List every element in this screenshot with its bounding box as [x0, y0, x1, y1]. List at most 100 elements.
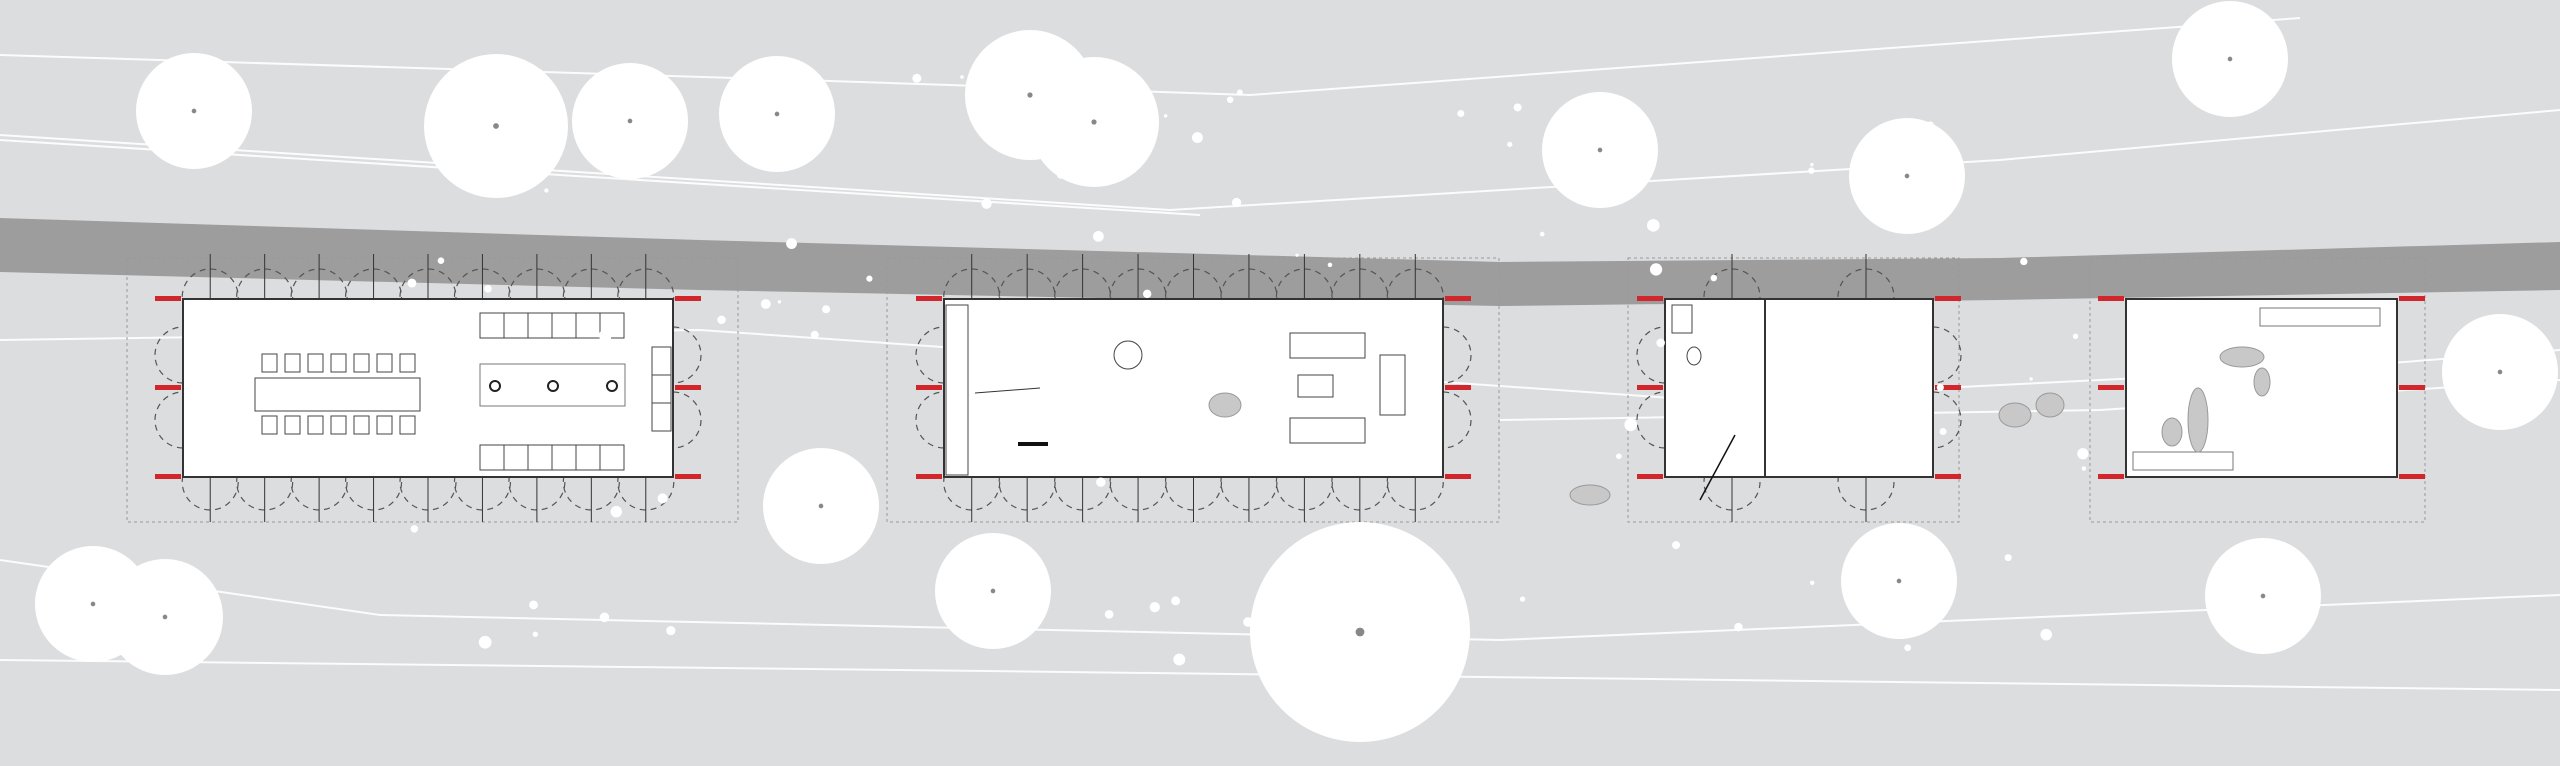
road [0, 218, 2560, 306]
petal-dot [544, 188, 549, 193]
door-swing [1386, 268, 1444, 326]
dining-table [254, 377, 421, 412]
door-swing [562, 268, 620, 326]
chair [353, 353, 370, 373]
tree-trunk [990, 588, 996, 594]
petal-dot [407, 278, 417, 288]
sofa-segment [651, 402, 672, 432]
door-swing [1414, 391, 1472, 449]
door-swing [644, 391, 702, 449]
petal-dot [1163, 114, 1168, 118]
petal-dot [1519, 596, 1526, 602]
stove [1018, 442, 1048, 446]
petal-dot [540, 157, 549, 166]
door-swing [617, 268, 675, 326]
room-floor [182, 298, 674, 478]
petal-dot [853, 529, 866, 542]
tree-trunk [162, 614, 168, 620]
door-marker [2399, 296, 2425, 301]
door-swing [998, 453, 1056, 511]
petal-dot [800, 518, 805, 523]
petal-dot [1507, 141, 1513, 147]
door-marker [2098, 385, 2124, 390]
tree-trunk [1904, 173, 1910, 179]
tree-trunk [627, 118, 633, 124]
door-swing [562, 453, 620, 511]
sofa-segment [599, 444, 625, 471]
door-swing [1331, 453, 1389, 511]
petal-dot [717, 315, 726, 325]
toilet [1686, 346, 1702, 366]
door-swing [1904, 391, 1962, 449]
shower [1671, 304, 1693, 334]
petal-dot [1173, 653, 1186, 666]
door-swing [1220, 268, 1278, 326]
petal-dot [1808, 167, 1815, 174]
chair [261, 353, 278, 373]
door-swing [1054, 268, 1112, 326]
door-marker [2098, 296, 2124, 301]
door-swing [508, 268, 566, 326]
door-swing [290, 453, 348, 511]
chair [307, 353, 324, 373]
petal-dot [1143, 289, 1152, 299]
door-swing [1703, 453, 1761, 511]
door-marker [1637, 296, 1663, 301]
sofa [1379, 354, 1406, 416]
petal-dot [534, 68, 544, 78]
door-marker [155, 385, 181, 390]
door-swing [1054, 453, 1112, 511]
person-figure [1569, 484, 1611, 506]
door-swing [1386, 453, 1444, 511]
petal-dot [822, 305, 831, 314]
door-marker [2399, 385, 2425, 390]
door-marker [1445, 296, 1471, 301]
door-swing [1275, 453, 1333, 511]
door-marker [916, 385, 942, 390]
pavilions [126, 254, 2426, 523]
chair [284, 415, 301, 435]
door-swing [1220, 453, 1278, 511]
door-marker [1637, 474, 1663, 479]
person-figure [1208, 392, 1242, 418]
door-swing [453, 453, 512, 511]
door-swing [1109, 453, 1167, 511]
petal-dot [1710, 274, 1718, 282]
petal-dot [1649, 263, 1663, 276]
petal-dot [1939, 428, 1947, 435]
petal-dot [1936, 383, 1944, 392]
chair [330, 415, 347, 435]
door-marker [916, 296, 942, 301]
petal-dot [1163, 329, 1170, 336]
petal-dot [1904, 644, 1912, 652]
terrain-line [0, 659, 2560, 691]
petal-dot [1810, 580, 1815, 586]
petal-dot [1810, 162, 1814, 167]
door-swing [1164, 268, 1223, 326]
door-marker [2399, 474, 2425, 479]
petal-dot [610, 505, 623, 518]
petal-dot [1922, 222, 1926, 226]
door-marker [1935, 474, 1961, 479]
petal-dot [1005, 101, 1017, 114]
round-table [1113, 340, 1143, 370]
trees [35, 1, 2558, 742]
chair [376, 415, 393, 435]
petal-dot [1231, 197, 1242, 208]
petal-dot [599, 612, 610, 623]
petal-dot [1237, 326, 1249, 338]
petal-dot [1226, 96, 1234, 104]
door-swing [1164, 453, 1223, 511]
petal-dot [1926, 121, 1934, 129]
person-figure [1998, 402, 2032, 428]
petal-dot [1539, 231, 1545, 237]
door-swing [1703, 268, 1761, 326]
petal-dot [786, 238, 797, 250]
chair [261, 415, 278, 435]
door-marker [675, 296, 701, 301]
door-marker [1935, 296, 1961, 301]
petal-dot [1149, 601, 1160, 613]
door-marker [675, 474, 701, 479]
door-swing [1331, 268, 1389, 326]
